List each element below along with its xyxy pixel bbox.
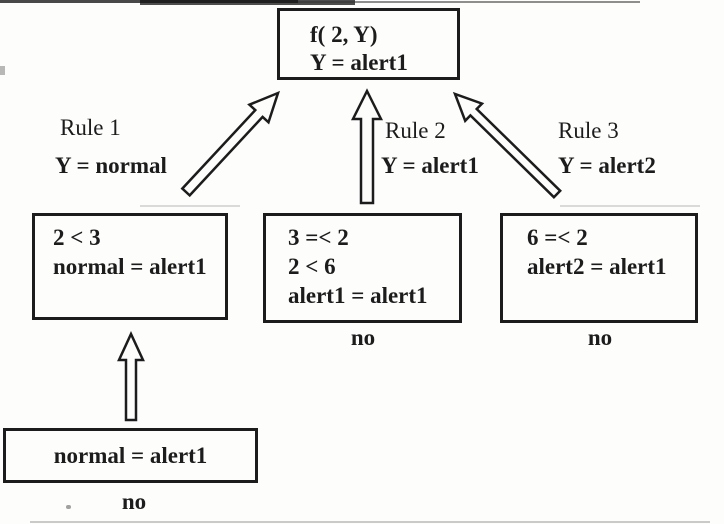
premise-line: 3 =< 2 — [288, 225, 349, 250]
premise-line: alert2 = alert1 — [527, 254, 667, 279]
rule2-premise-box: 3 =< 2 2 < 6 alert1 = alert1 — [263, 213, 462, 323]
rule1-binding: Y = normal — [55, 153, 167, 178]
premise-line: alert1 = alert1 — [288, 283, 428, 308]
rule3-binding: Y = alert2 — [558, 153, 656, 178]
subgoal-box: normal = alert1 — [3, 428, 258, 483]
arrow-rule2 — [350, 88, 384, 205]
rule3-result-label: no — [587, 325, 613, 350]
premise-line: 2 < 3 — [53, 225, 101, 250]
rule3-label: Rule 3 — [558, 118, 619, 143]
goal-line: f( 2, Y) — [310, 22, 378, 47]
rule2-binding: Y = alert1 — [381, 153, 479, 178]
rule1-premise-box: 2 < 3 normal = alert1 — [32, 213, 228, 320]
premise-line: normal = alert1 — [53, 254, 207, 279]
rule1-label: Rule 1 — [60, 115, 121, 140]
premise-line: 6 =< 2 — [527, 225, 588, 250]
arrow-subgoal — [117, 331, 145, 422]
goal-box: f( 2, Y) Y = alert1 — [277, 8, 460, 80]
subgoal-result-label: no — [121, 489, 147, 514]
premise-line: 2 < 6 — [288, 254, 336, 279]
rule3-premise-box: 6 =< 2 alert2 = alert1 — [500, 213, 698, 323]
rule2-label: Rule 2 — [385, 118, 446, 143]
arrow-rule3 — [452, 91, 562, 199]
rule2-result-label: no — [350, 325, 376, 350]
arrow-rule1 — [180, 90, 281, 198]
subgoal-line: normal = alert1 — [53, 443, 208, 468]
goal-line: Y = alert1 — [310, 50, 408, 75]
